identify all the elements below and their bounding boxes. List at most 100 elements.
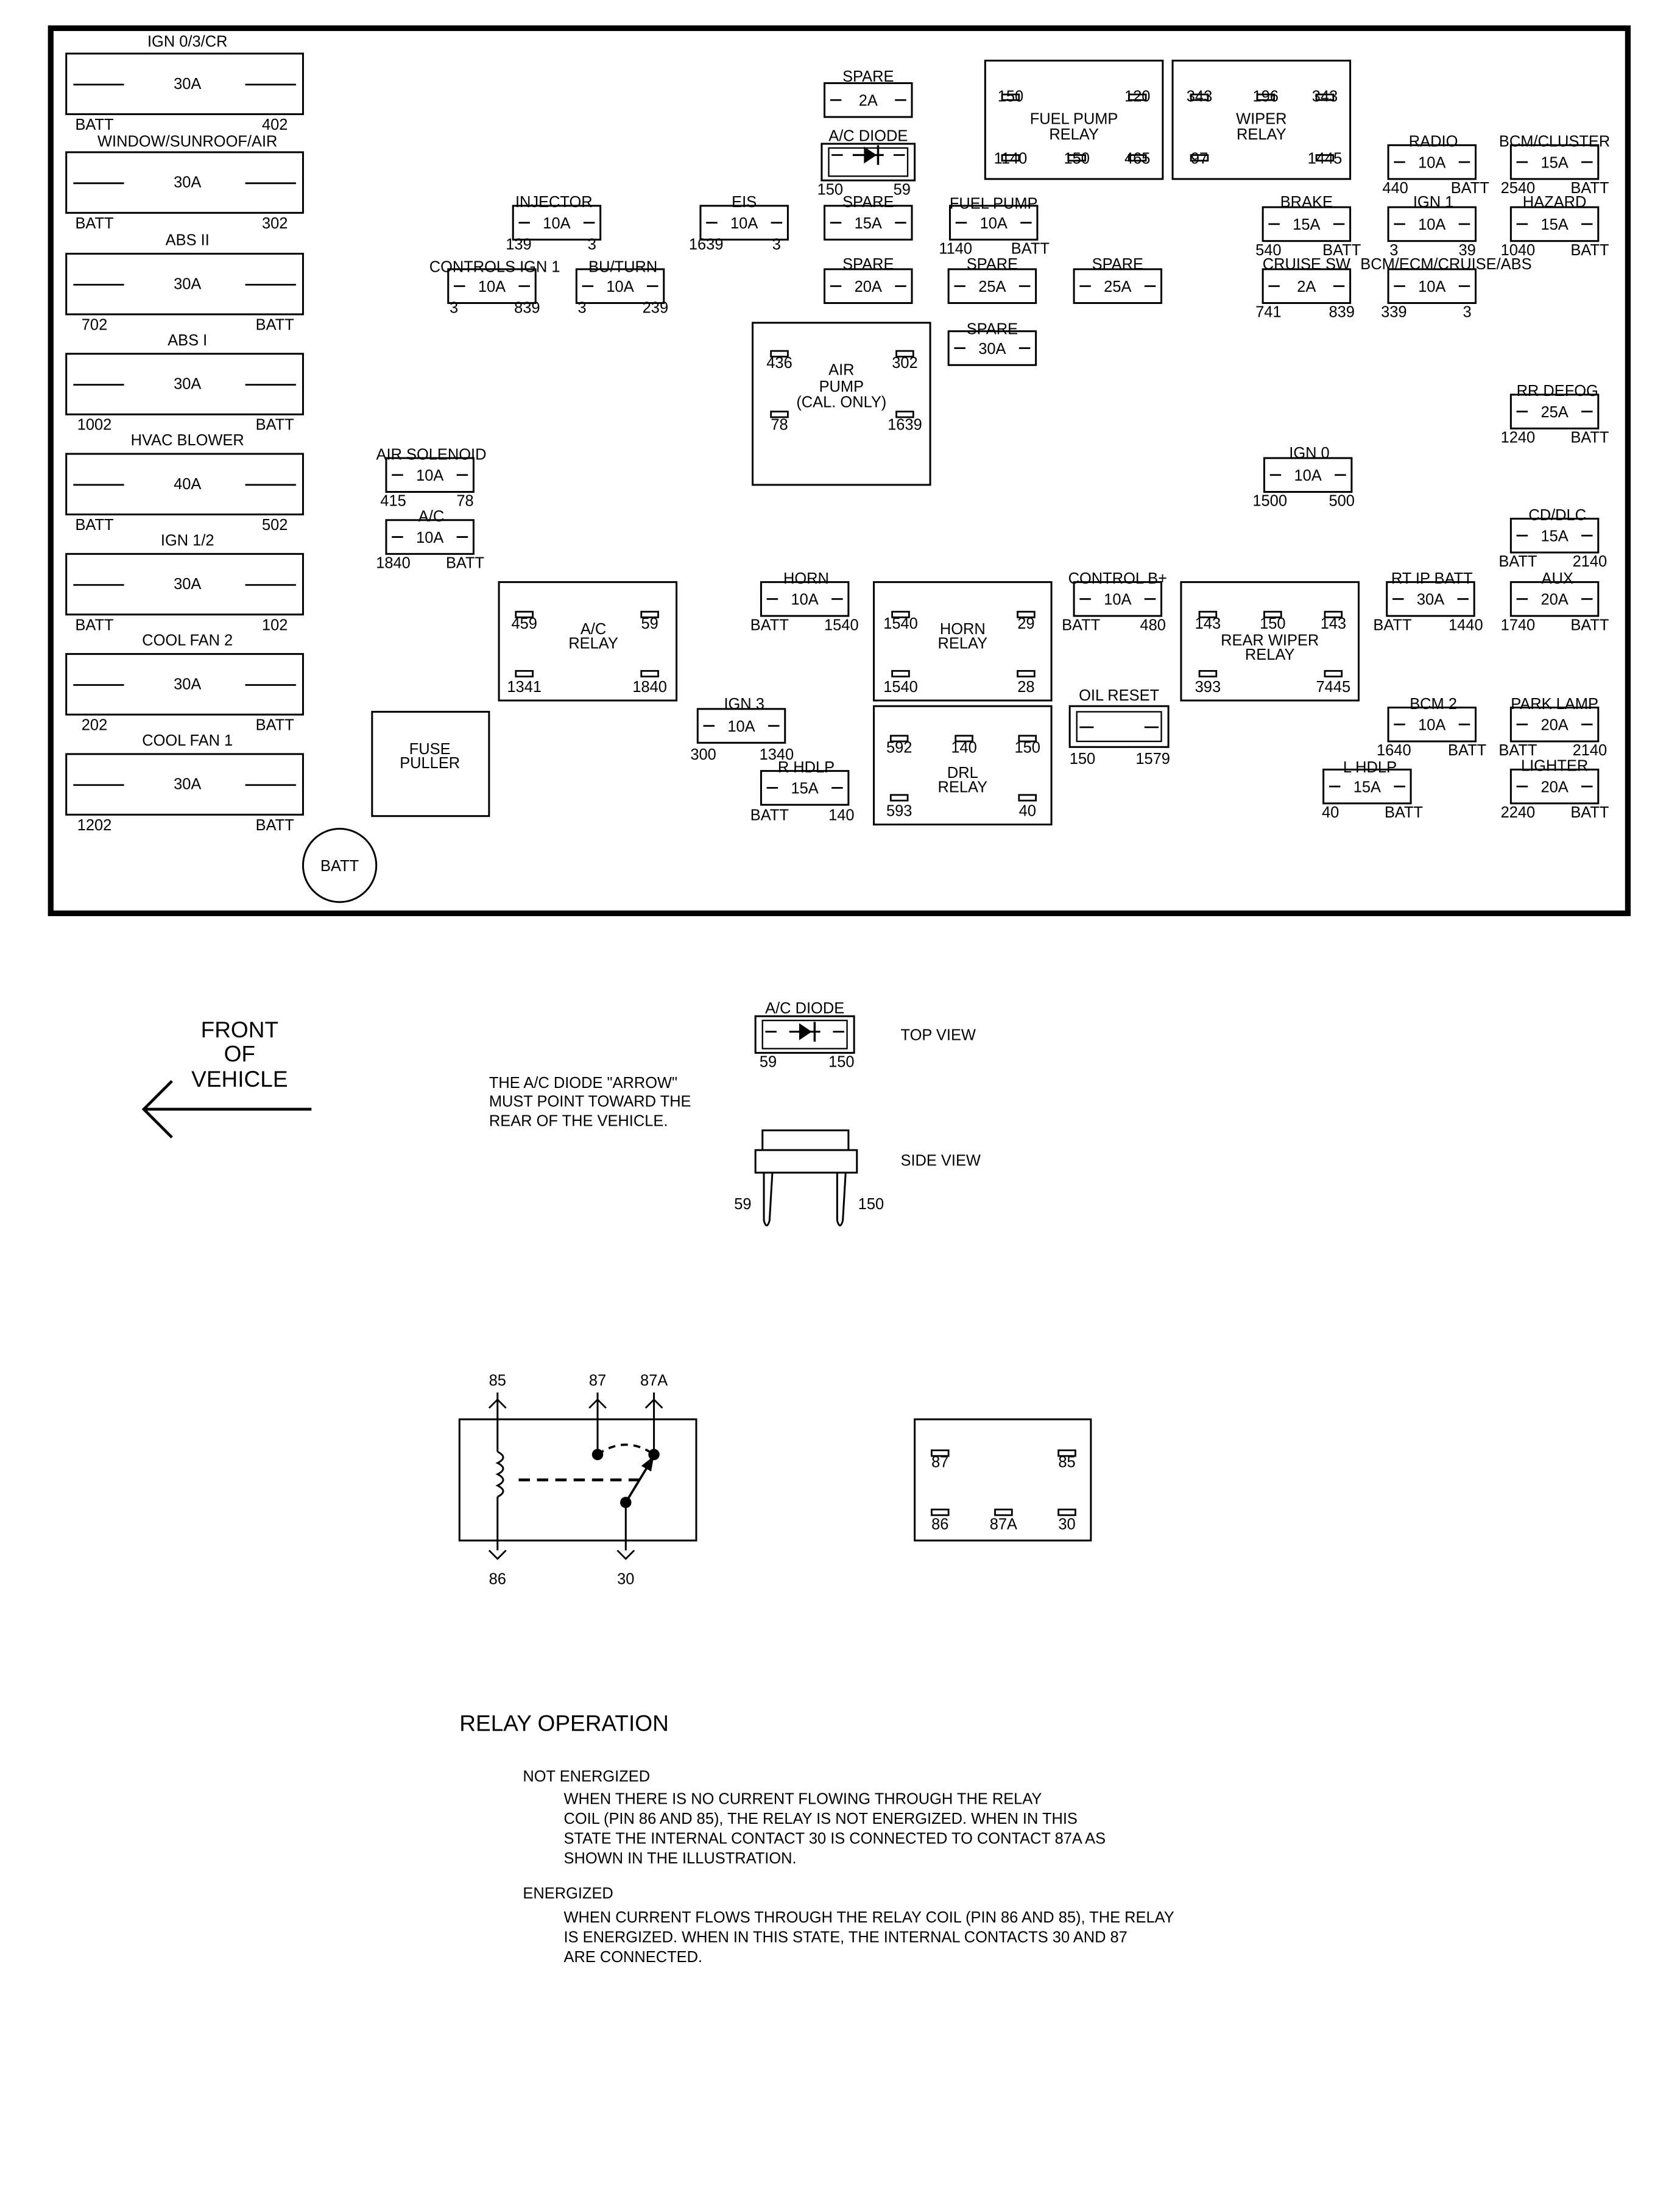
relay-rear-wiper-relay-pin-label: 150 bbox=[1260, 615, 1285, 632]
relay-a-c-relay-body bbox=[498, 581, 678, 702]
diode-side-view-pin-left bbox=[763, 1172, 774, 1227]
maxi-fuse-abs-i-left-terminal: 1002 bbox=[77, 417, 112, 434]
pin-87a-label: 87A bbox=[640, 1372, 668, 1389]
maxi-fuse-hvac-blower-left-terminal: BATT bbox=[75, 517, 113, 534]
relay-wiper-relay-pin-tab bbox=[1315, 154, 1335, 162]
maxi-fuse-cool-fan-1-rating: 30A bbox=[174, 776, 201, 793]
diode-note-line-3: REAR OF THE VEHICLE. bbox=[489, 1113, 668, 1130]
mini-fuse-ign-0-21-right-terminal: 500 bbox=[1329, 493, 1354, 510]
relay-wiper-relay-pin-label: 343 bbox=[1187, 88, 1212, 105]
mini-fuse-lighter-32-right-terminal: BATT bbox=[1570, 804, 1609, 821]
relay-air-pump-cal-only-pin-label: 436 bbox=[766, 355, 792, 372]
mini-fuse-bu-turn-6-right-terminal: 239 bbox=[643, 300, 668, 317]
oil-reset-right-terminal: 1579 bbox=[1135, 750, 1170, 768]
mini-fuse-rr-defog-18-label: RR DEFOG bbox=[1517, 383, 1598, 400]
front-of-vehicle-label-1: FRONT bbox=[201, 1017, 278, 1042]
mini-fuse-air-solenoid-19-right-terminal: 78 bbox=[456, 493, 473, 510]
relay-horn-relay-label: RELAY bbox=[938, 635, 988, 652]
switch-arm-arrow-icon bbox=[641, 1456, 654, 1472]
mini-fuse-r-hdlp-30-label: R HDLP bbox=[778, 759, 835, 776]
mini-fuse-controls-ign-1-5-label: CONTROLS IGN 1 bbox=[429, 259, 560, 276]
relay-operation-heading: RELAY OPERATION bbox=[459, 1710, 669, 1735]
mini-fuse-injector-1-label: INJECTOR bbox=[515, 194, 593, 211]
relay-fuel-pump-relay-label: RELAY bbox=[1049, 126, 1099, 143]
mini-fuse-fuel-pump-4-rating: 10A bbox=[980, 215, 1008, 232]
relay-horn-relay-pin-label: 28 bbox=[1017, 679, 1034, 696]
pin-85-label: 85 bbox=[489, 1372, 506, 1389]
mini-fuse-bu-turn-6-left-terminal: 3 bbox=[578, 300, 587, 317]
relay-drl-relay-pin-tab bbox=[955, 735, 973, 743]
mini-fuse-air-solenoid-19-label: AIR SOLENOID bbox=[376, 446, 487, 463]
mini-fuse-l-hdlp-31-right-terminal: BATT bbox=[1385, 804, 1423, 821]
fuse-block-outline bbox=[48, 25, 1631, 916]
mini-fuse-a-c-20-label: A/C bbox=[418, 508, 444, 525]
maxi-fuse-cool-fan-2-rating: 30A bbox=[174, 676, 201, 693]
mini-fuse-spare-0-rating: 2A bbox=[859, 93, 878, 110]
relay-drl-relay-pin-label: 150 bbox=[1015, 740, 1040, 757]
mini-fuse-a-c-20-rating: 10A bbox=[416, 529, 443, 546]
mini-fuse-controls-ign-1-5-rating: 10A bbox=[478, 278, 506, 295]
mini-fuse-air-solenoid-19-left-terminal: 415 bbox=[380, 493, 406, 510]
mini-fuse-spare-0-label: SPARE bbox=[842, 68, 894, 85]
pin-30-caret-icon bbox=[616, 1550, 635, 1560]
mini-fuse-rr-defog-18-rating: 25A bbox=[1541, 404, 1568, 421]
mini-fuse-r-hdlp-30-right-terminal: 140 bbox=[828, 807, 854, 824]
relay-wiper-relay-pin-tab bbox=[1315, 93, 1335, 101]
mini-fuse-aux-26-rating: 20A bbox=[1541, 591, 1568, 609]
mini-fuse-bcm-cluster-12-label: BCM/CLUSTER bbox=[1499, 133, 1610, 150]
relay-air-pump-cal-only-label: AIR bbox=[828, 361, 854, 378]
relay-horn-relay-body bbox=[873, 581, 1053, 702]
relay-fuel-pump-relay-pin-tab bbox=[1128, 154, 1147, 162]
fuse-puller-label-1: FUSE bbox=[409, 741, 451, 758]
relay-wiper-relay-label: WIPER bbox=[1236, 111, 1286, 128]
relay-pinout-pin-label: 87 bbox=[931, 1454, 948, 1471]
mini-fuse-radio-11-left-terminal: 440 bbox=[1382, 180, 1408, 197]
mini-fuse-horn-23-label: HORN bbox=[783, 570, 829, 587]
mini-fuse-spare-9-rating: 25A bbox=[1104, 278, 1131, 295]
mini-fuse-horn-23-rating: 10A bbox=[791, 591, 819, 609]
relay-a-c-relay-pin-tab bbox=[640, 669, 659, 678]
relay-drl-relay-pin-label: 593 bbox=[886, 803, 912, 820]
batt-terminal-label: BATT bbox=[320, 858, 359, 875]
relay-rear-wiper-relay-pin-tab bbox=[1324, 669, 1343, 678]
relay-rear-wiper-relay-pin-label: 393 bbox=[1195, 679, 1221, 696]
relay-a-c-relay-pin-tab bbox=[515, 669, 534, 678]
mini-fuse-rt-ip-batt-25-right-terminal: 1440 bbox=[1449, 616, 1483, 634]
diode-top-view-label: A/C DIODE bbox=[765, 1000, 844, 1017]
mini-fuse-control-b-24-left-terminal: BATT bbox=[1062, 616, 1100, 634]
mini-fuse-cruise-sw-16-label: CRUISE SW bbox=[1263, 256, 1350, 273]
relay-rear-wiper-relay-body bbox=[1180, 581, 1360, 702]
mini-fuse-brake-13-right-terminal: BATT bbox=[1322, 242, 1361, 259]
mini-fuse-injector-1-rating: 10A bbox=[543, 215, 570, 232]
maxi-fuse-abs-ii-rating: 30A bbox=[174, 275, 201, 292]
mini-fuse-bcm-ecm-cruise-abs-17-right-terminal: 3 bbox=[1463, 304, 1472, 321]
pin-87-label: 87 bbox=[589, 1372, 606, 1389]
mini-fuse-spare-0: 2A SPARE bbox=[824, 68, 913, 118]
mini-fuse-rt-ip-batt-25-label: RT IP BATT bbox=[1391, 570, 1473, 587]
mini-fuse-l-hdlp-31-left-terminal: 40 bbox=[1322, 804, 1339, 821]
mini-fuse-ign-0-21-label: IGN 0 bbox=[1289, 445, 1329, 462]
mini-fuse-eis-2-right-terminal: 3 bbox=[772, 236, 781, 253]
oil-reset-label: OIL RESET bbox=[1079, 687, 1159, 704]
relay-rear-wiper-relay-pin-tab bbox=[1263, 610, 1282, 618]
mini-fuse-a-c-20-right-terminal: BATT bbox=[446, 554, 484, 571]
diode-side-view-body bbox=[754, 1149, 858, 1174]
